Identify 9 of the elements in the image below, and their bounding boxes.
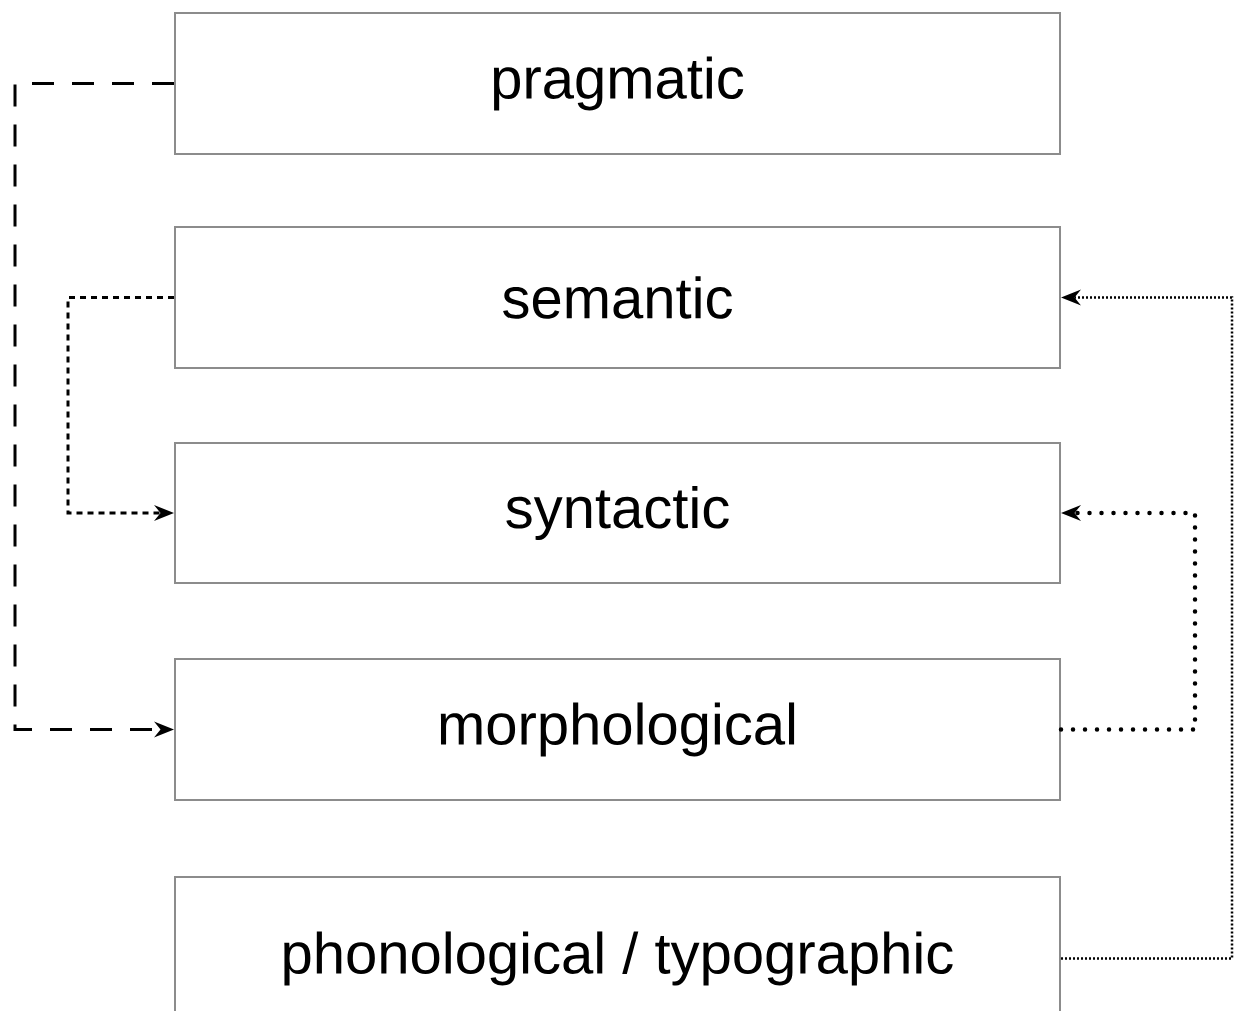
level-box: pragmatic xyxy=(174,12,1061,155)
arrow xyxy=(1058,505,1198,732)
level-box: syntactic xyxy=(174,442,1061,584)
arrow xyxy=(1061,289,1234,960)
arrow xyxy=(13,82,174,738)
level-box: phonological / typographic xyxy=(174,876,1061,1011)
level-box: morphological xyxy=(174,658,1061,801)
arrow xyxy=(66,296,174,521)
level-box: semantic xyxy=(174,226,1061,369)
